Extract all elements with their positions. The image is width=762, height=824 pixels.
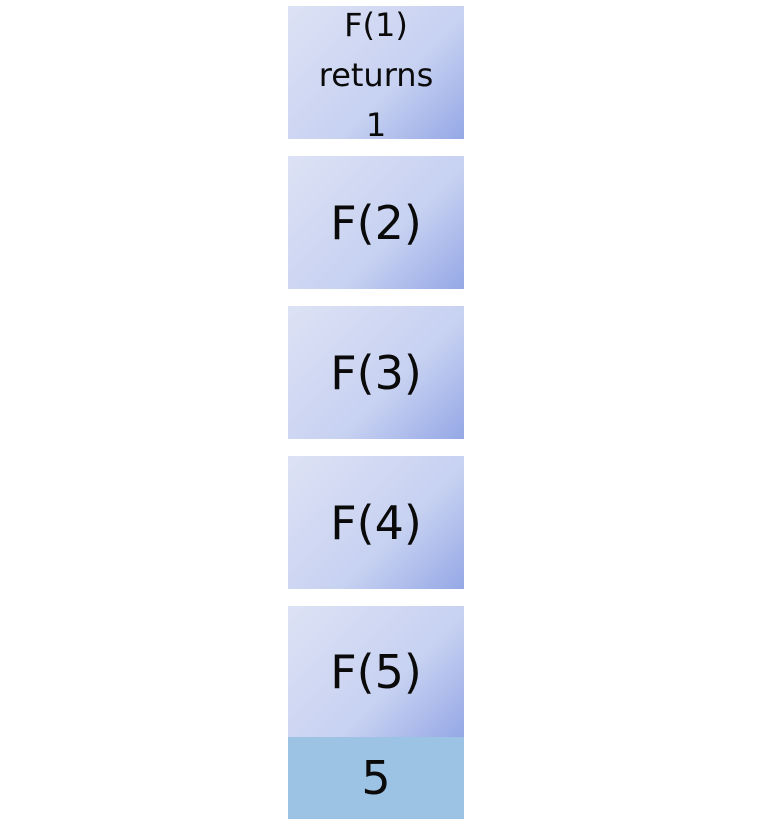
result-value: 5: [361, 751, 391, 805]
stack-frame-f5: F(5): [288, 606, 464, 737]
stack-frame-label: F(4): [330, 495, 422, 550]
stack-frame-label: F(3): [330, 345, 422, 400]
result-box: 5: [288, 737, 464, 819]
stack-frame-label: F(2): [330, 195, 422, 250]
stack-frame-f1: F(1) returns 1: [288, 6, 464, 139]
call-stack: F(1) returns 1 F(2) F(3) F(4) F(5) 5: [288, 6, 464, 819]
stack-frame-label: F(1) returns 1: [318, 6, 434, 139]
stack-frame-f2: F(2): [288, 156, 464, 289]
stack-frame-f4: F(4): [288, 456, 464, 589]
stack-frame-f3: F(3): [288, 306, 464, 439]
stack-frame-label: F(5): [330, 644, 422, 699]
